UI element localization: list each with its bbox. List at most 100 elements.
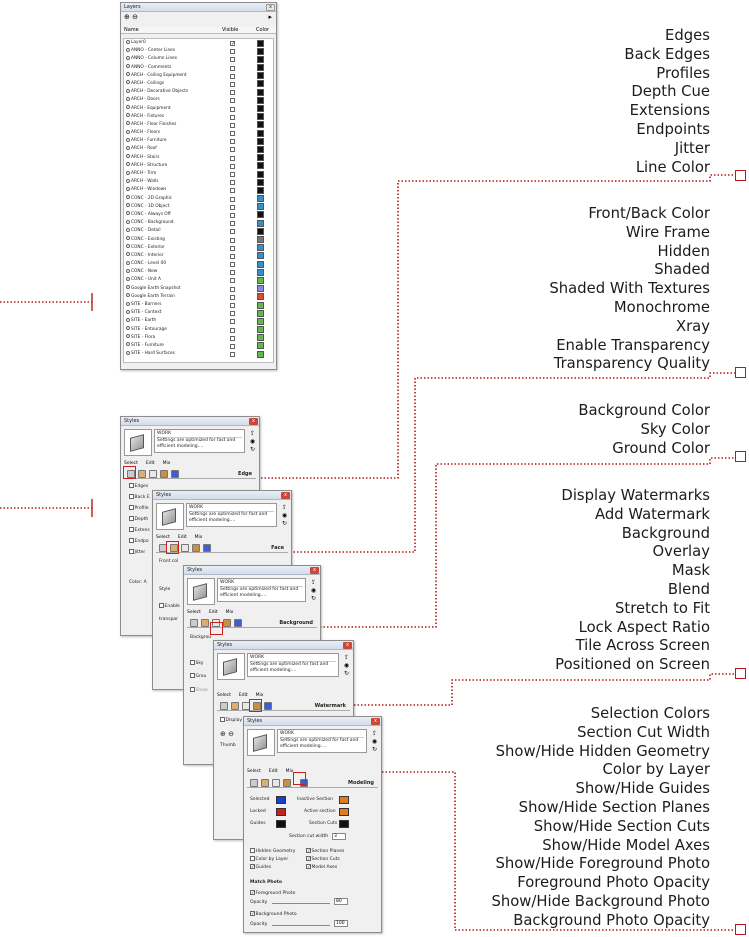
layer-color-swatch[interactable] (257, 145, 264, 153)
tab-mix[interactable]: Mix (255, 693, 264, 698)
active-layer-radio[interactable] (126, 170, 130, 175)
tab-mix[interactable]: Mix (285, 769, 294, 774)
layer-row[interactable]: CONC - 2D Graphic (124, 195, 273, 203)
visible-checkbox[interactable] (230, 131, 235, 137)
visible-checkbox[interactable] (230, 180, 235, 186)
edge-settings-icon[interactable] (190, 619, 198, 627)
extensions-checkbox[interactable] (129, 527, 134, 532)
tab-edit[interactable]: Edit (177, 535, 187, 540)
active-layer-radio[interactable] (126, 72, 130, 77)
layer-color-swatch[interactable] (257, 47, 264, 55)
update-style-icon[interactable]: ⇪ (281, 504, 288, 511)
visible-checkbox[interactable] (230, 139, 235, 145)
layer-color-swatch[interactable] (257, 72, 264, 80)
visible-checkbox[interactable] (230, 114, 235, 120)
layer-row[interactable]: CONC - Existing (124, 236, 273, 244)
inactive-section-color-swatch[interactable] (339, 796, 349, 804)
active-layer-radio[interactable] (126, 334, 130, 339)
face-settings-icon[interactable] (138, 470, 146, 478)
active-layer-radio[interactable] (126, 96, 130, 101)
tab-mix[interactable]: Mix (225, 610, 234, 615)
edge-settings-icon[interactable] (127, 470, 135, 478)
active-layer-radio[interactable] (126, 268, 130, 273)
visible-checkbox[interactable] (230, 229, 235, 235)
enable-transparency-checkbox[interactable] (159, 603, 164, 608)
active-layer-radio[interactable] (126, 55, 130, 60)
active-layer-radio[interactable] (126, 145, 130, 150)
model-axes-checkbox[interactable]: ✓ (306, 864, 311, 870)
sample-icon[interactable]: ◉ (310, 587, 317, 594)
visible-checkbox[interactable] (230, 294, 235, 300)
section-cut-width-input[interactable]: 3 (332, 833, 346, 840)
visible-checkbox[interactable] (230, 343, 235, 349)
close-icon[interactable]: x (281, 492, 290, 499)
profiles-checkbox[interactable] (129, 505, 134, 510)
layer-color-swatch[interactable] (257, 186, 264, 194)
layer-color-swatch[interactable] (257, 121, 264, 129)
tab-edit[interactable]: Edit (145, 461, 155, 466)
endpoints-checkbox[interactable] (129, 538, 134, 543)
layer-row[interactable]: SITE - Furniture (124, 342, 273, 350)
update-style-icon[interactable]: ⇪ (343, 654, 350, 661)
layer-row[interactable]: CONC - Interior (124, 252, 273, 260)
layer-color-swatch[interactable] (257, 334, 264, 342)
face-settings-icon[interactable] (231, 702, 239, 710)
section-planes-checkbox[interactable]: ✓ (306, 848, 311, 854)
layer-color-swatch[interactable] (257, 88, 264, 96)
modeling-settings-icon[interactable] (300, 779, 308, 787)
active-layer-radio[interactable] (126, 227, 130, 232)
layer-row[interactable]: ARCH - Doors (124, 96, 273, 104)
layer-row[interactable]: SITE - Hard Surfaces (124, 350, 273, 358)
tab-edit[interactable]: Edit (238, 693, 248, 698)
tab-select[interactable]: Select (247, 769, 261, 774)
watermark-settings-icon[interactable] (223, 619, 231, 627)
sample-icon[interactable]: ◉ (343, 662, 350, 669)
layer-row[interactable]: ARCH - Windows (124, 186, 273, 194)
active-layer-radio[interactable] (126, 129, 130, 134)
background-settings-icon[interactable] (272, 779, 280, 787)
edge-settings-icon[interactable] (250, 779, 258, 787)
close-icon[interactable]: x (249, 418, 258, 425)
fg-opacity-input[interactable]: 80 (334, 898, 348, 905)
layer-color-swatch[interactable] (257, 105, 264, 112)
active-layer-radio[interactable] (126, 219, 130, 224)
visible-checkbox[interactable] (230, 319, 235, 325)
watermark-settings-icon[interactable] (283, 779, 291, 787)
background-settings-icon[interactable] (181, 544, 189, 552)
visible-checkbox[interactable] (230, 106, 235, 112)
layer-row[interactable]: SITE - Flora (124, 334, 273, 342)
bg-opacity-input[interactable]: 100 (334, 920, 348, 927)
section-cuts-checkbox[interactable]: ✓ (306, 856, 311, 862)
remove-watermark-icon[interactable]: ⊖ (228, 730, 234, 738)
layer-row[interactable]: SITE - Barriers (124, 301, 273, 309)
visible-checkbox[interactable] (230, 237, 235, 243)
visible-checkbox[interactable] (230, 49, 235, 55)
layer-row[interactable]: CONC - Unit A (124, 276, 273, 284)
show-checkbox[interactable] (190, 687, 195, 692)
visible-checkbox[interactable] (230, 90, 235, 96)
active-layer-radio[interactable] (126, 80, 130, 85)
layer-row[interactable]: SITE - Entourage (124, 326, 273, 334)
close-icon[interactable]: x (266, 4, 275, 11)
active-layer-radio[interactable] (126, 211, 130, 216)
visible-checkbox[interactable] (230, 303, 235, 308)
active-layer-radio[interactable] (126, 121, 130, 126)
tab-mix[interactable]: Mix (194, 535, 203, 540)
active-layer-radio[interactable] (126, 285, 130, 290)
refresh-icon[interactable]: ↻ (249, 446, 256, 453)
visible-checkbox[interactable]: ✓ (230, 41, 235, 47)
background-photo-checkbox[interactable]: ✓ (250, 911, 255, 917)
refresh-icon[interactable]: ↻ (281, 520, 288, 527)
layer-row[interactable]: ARCH - Roof (124, 145, 273, 153)
active-layer-radio[interactable] (126, 39, 130, 44)
visible-checkbox[interactable] (230, 278, 235, 284)
layer-color-swatch[interactable] (257, 350, 264, 358)
refresh-icon[interactable]: ↻ (371, 746, 378, 753)
layer-color-swatch[interactable] (257, 227, 264, 235)
add-watermark-icon[interactable]: ⊕ (220, 730, 226, 738)
active-layer-radio[interactable] (126, 236, 130, 240)
fg-opacity-slider[interactable] (272, 903, 330, 904)
layer-color-swatch[interactable] (257, 154, 264, 162)
layer-color-swatch[interactable] (257, 236, 264, 243)
visible-checkbox[interactable] (230, 352, 235, 358)
